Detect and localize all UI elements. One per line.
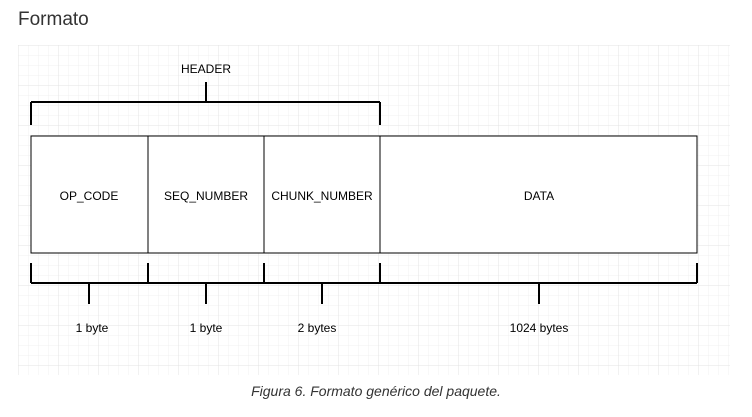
field-box-op-code: OP_CODE xyxy=(30,135,149,254)
header-brace xyxy=(30,82,381,125)
section-title: Formato xyxy=(18,9,89,30)
header-label: HEADER xyxy=(181,62,231,76)
packet-format-diagram: HEADER OP_CODE SEQ_NUMBER CHUNK_NUMBER D… xyxy=(18,45,730,375)
field-box-data: DATA xyxy=(379,135,698,254)
field-box-chunk-number: CHUNK_NUMBER xyxy=(263,135,381,254)
size-brace-op-code xyxy=(30,263,149,304)
size-brace-chunk-number xyxy=(264,263,381,304)
size-brace-seq-number xyxy=(148,263,265,304)
field-name-op-code: OP_CODE xyxy=(60,189,119,203)
field-name-chunk-number: CHUNK_NUMBER xyxy=(271,189,373,203)
figure-caption: Figura 6. Formato genérico del paquete. xyxy=(251,383,501,399)
size-brace-data xyxy=(380,263,698,304)
size-label-data: 1024 bytes xyxy=(510,321,569,335)
size-label-seq-number: 1 byte xyxy=(190,321,223,335)
field-name-data: DATA xyxy=(524,189,554,203)
diagram-canvas: HEADER OP_CODE SEQ_NUMBER CHUNK_NUMBER D… xyxy=(18,45,730,375)
field-box-seq-number: SEQ_NUMBER xyxy=(147,135,265,254)
size-label-op-code: 1 byte xyxy=(76,321,109,335)
size-label-chunk-number: 2 bytes xyxy=(298,321,337,335)
field-name-seq-number: SEQ_NUMBER xyxy=(164,189,248,203)
